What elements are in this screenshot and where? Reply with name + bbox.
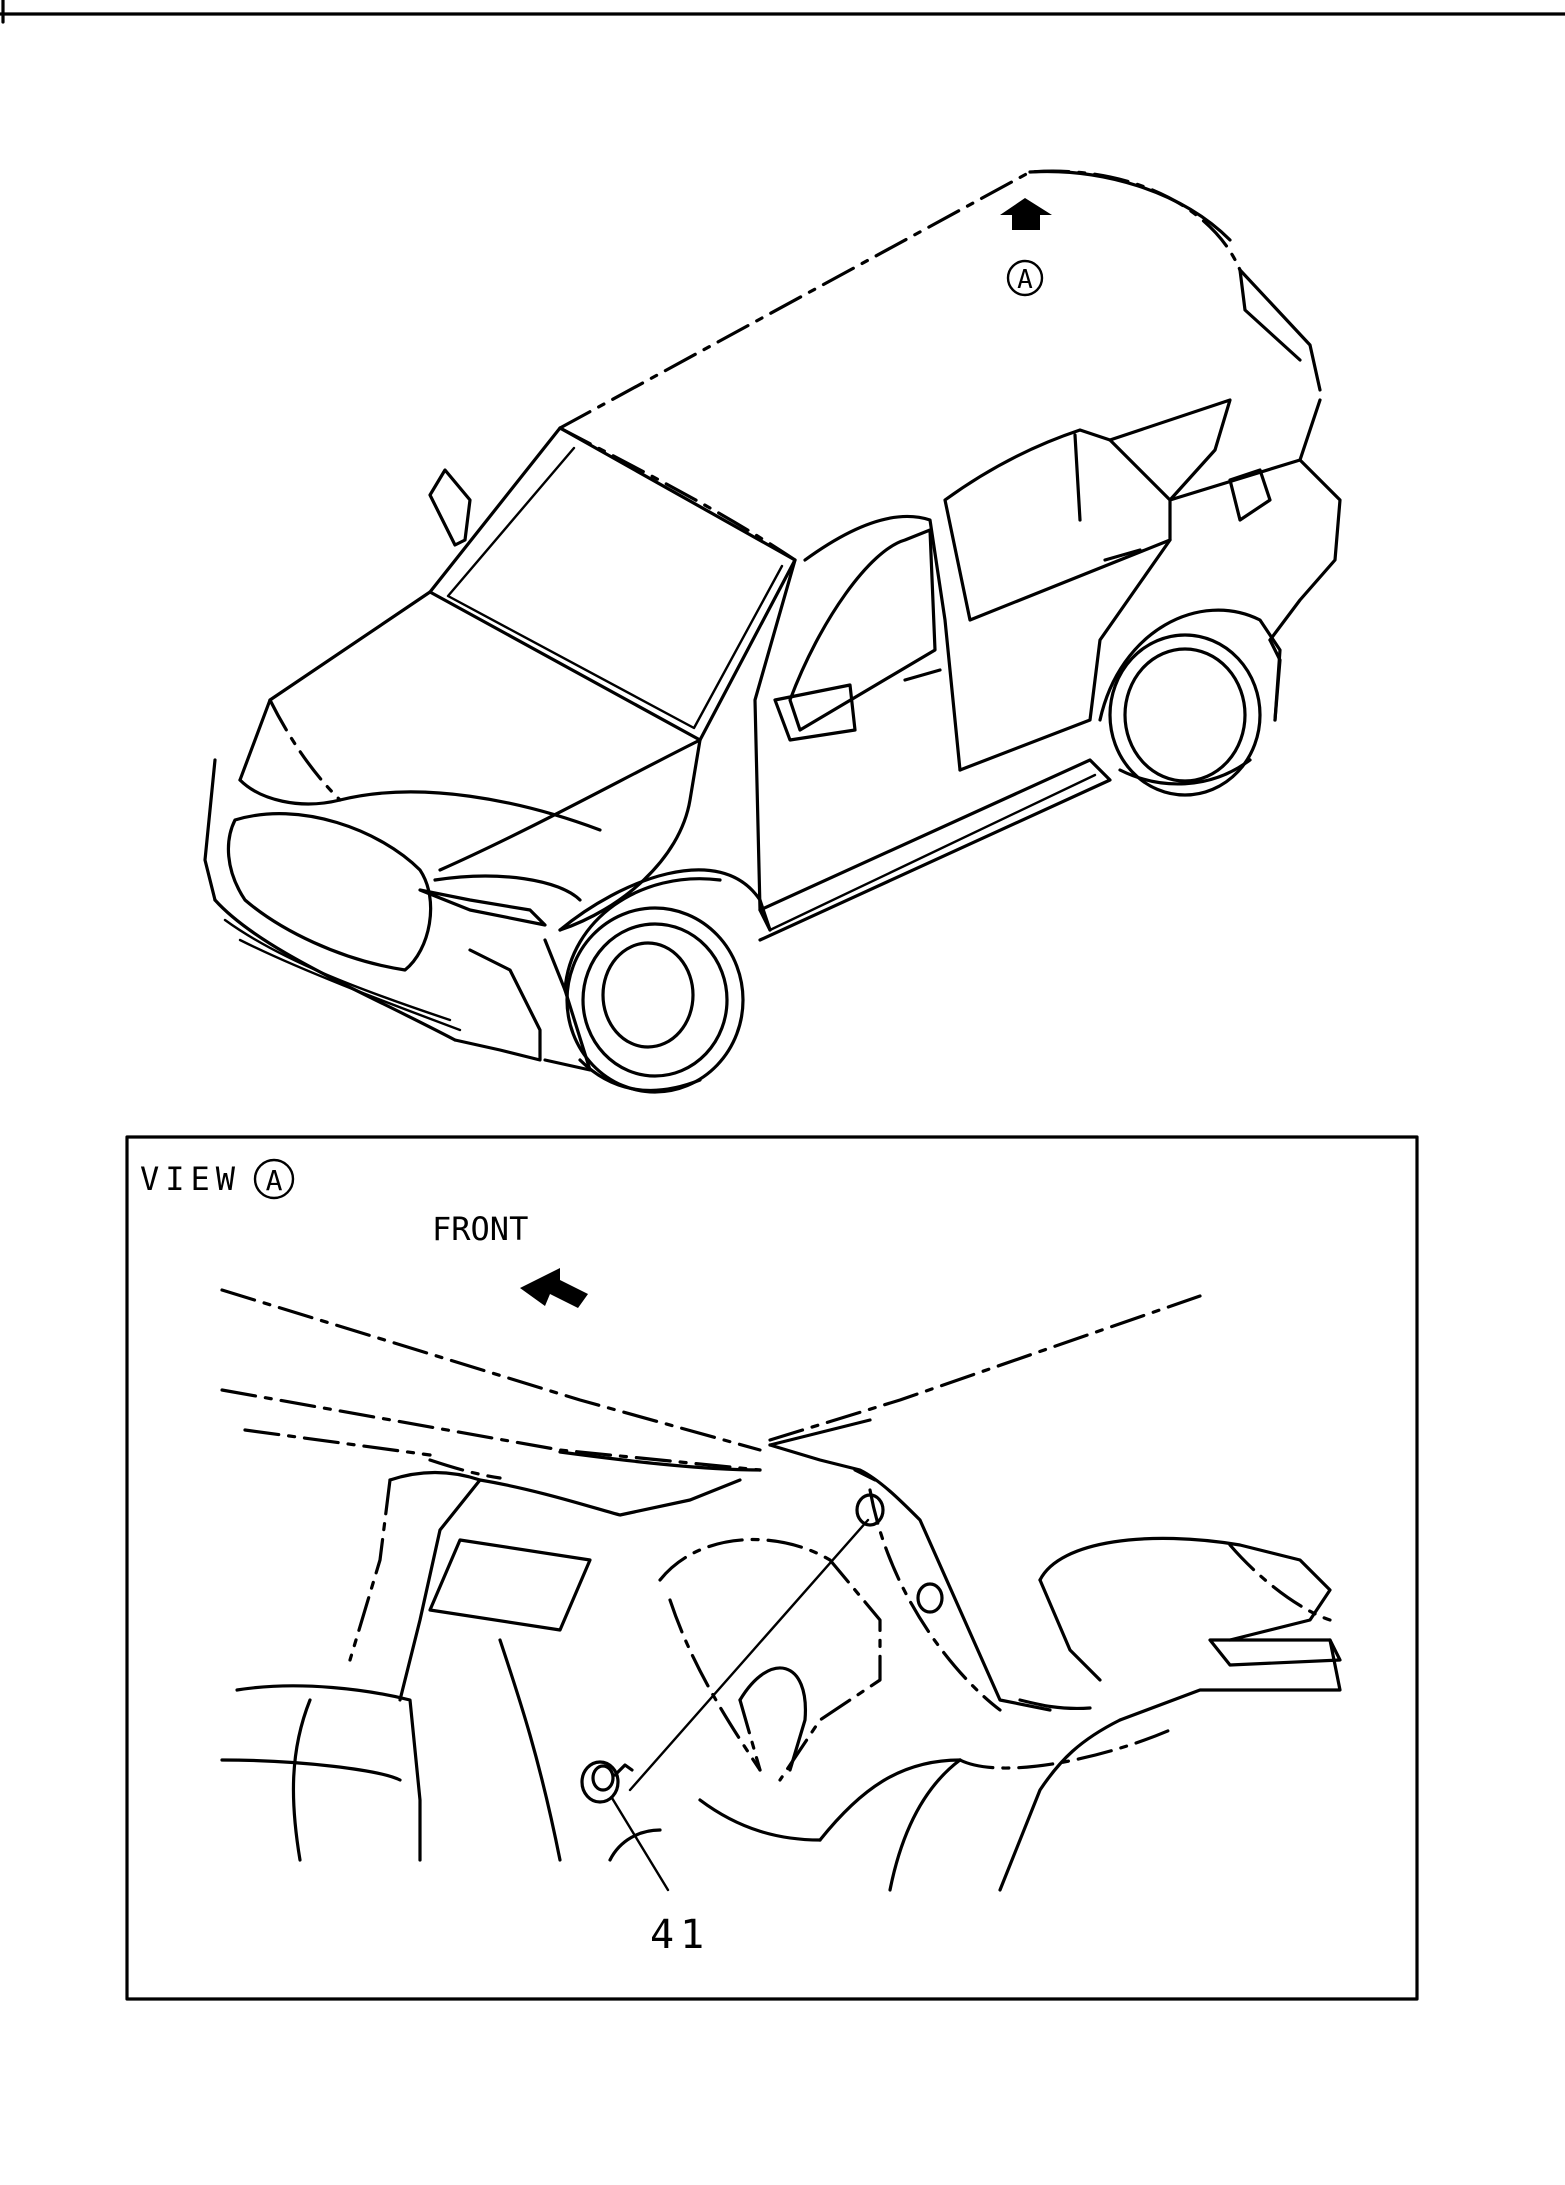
part-number-label: 41 xyxy=(650,1912,710,1958)
page-border xyxy=(0,0,1565,24)
front-arrow xyxy=(520,1268,588,1308)
view-direction-arrow xyxy=(1000,198,1052,230)
view-a-title: VIEW A xyxy=(140,1158,295,1200)
roof-rail-detail xyxy=(220,1288,1202,1480)
suv-illustration xyxy=(203,169,1342,1094)
view-label: VIEW xyxy=(140,1160,241,1198)
view-a-frame xyxy=(125,1135,1419,2001)
fastener-part-41 xyxy=(580,1518,870,1892)
callout-circle-a: A xyxy=(1006,259,1044,297)
front-label: FRONT xyxy=(432,1210,528,1248)
body-panel-detail xyxy=(220,1443,1342,1892)
view-callout-label: A xyxy=(266,1164,283,1197)
callout-a-label: A xyxy=(1017,265,1033,295)
